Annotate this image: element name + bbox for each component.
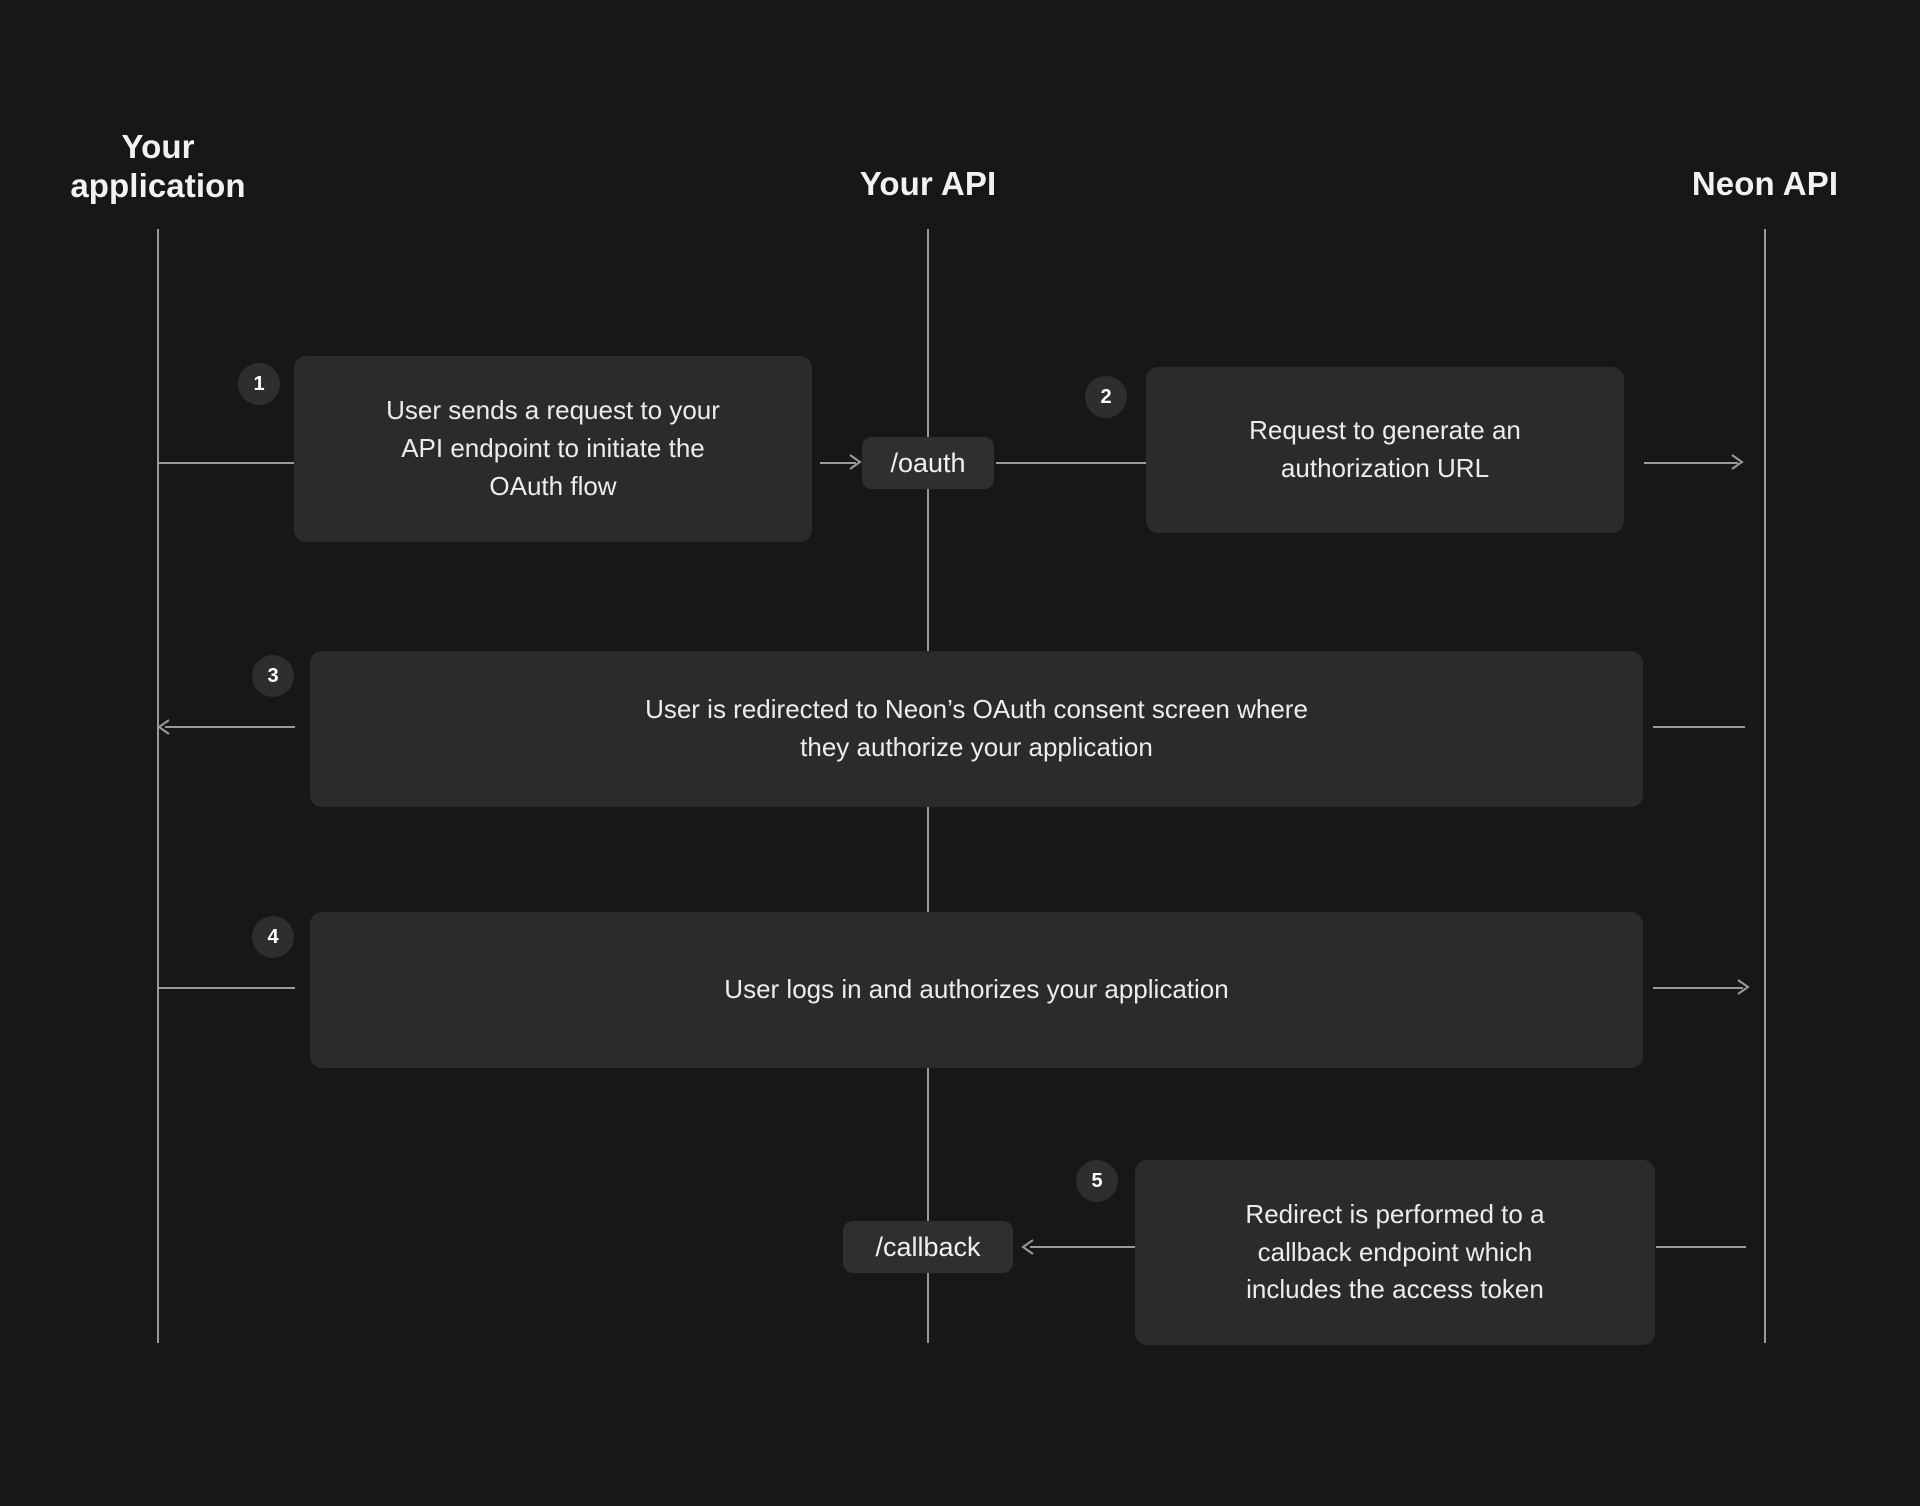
actor-header-neon-api: Neon API [1691,165,1839,202]
connector-step-5-out [1030,1246,1136,1248]
connector-step-3-out [165,726,295,728]
actor-header-your-application: Your application [70,128,246,204]
arrowhead-step-2-right [1730,452,1748,472]
connector-step-2-in [996,462,1148,464]
connector-step-1-out [820,462,856,464]
message-text-step-3: User is redirected to Neon’s OAuth conse… [645,694,1308,762]
message-box-step-2: Request to generate an authorization URL [1146,367,1624,533]
connector-step-4-out [1653,987,1743,989]
message-box-step-1: User sends a request to your API endpoin… [294,356,812,542]
step-badge-1: 1 [238,363,280,405]
lifeline-your-application [157,229,159,1343]
arrowhead-step-3-left [157,717,175,737]
message-text-step-5: Redirect is performed to a callback endp… [1245,1198,1545,1305]
message-box-step-5: Redirect is performed to a callback endp… [1135,1160,1655,1345]
step-badge-2: 2 [1085,376,1127,418]
connector-step-3-in [1653,726,1745,728]
connector-step-2-out [1644,462,1738,464]
message-box-step-3: User is redirected to Neon’s OAuth conse… [310,651,1643,807]
arrowhead-step-1-right [848,452,866,472]
lifeline-neon-api [1764,229,1766,1343]
step-badge-4: 4 [252,916,294,958]
arrowhead-step-5-left [1021,1237,1039,1257]
step-badge-3: 3 [252,655,294,697]
endpoint-pill-oauth[interactable]: /oauth [862,437,994,489]
endpoint-pill-callback[interactable]: /callback [843,1221,1013,1273]
message-text-step-1: User sends a request to your API endpoin… [386,395,720,501]
connector-step-5-in [1656,1246,1746,1248]
message-text-step-2: Request to generate an authorization URL [1249,415,1521,483]
actor-header-your-api: Your API [859,165,997,202]
step-badge-5: 5 [1076,1160,1118,1202]
arrowhead-step-4-right [1736,977,1754,997]
message-text-step-4: User logs in and authorizes your applica… [724,974,1229,1005]
connector-step-4-in [158,987,295,989]
connector-step-1-in [158,462,294,464]
message-box-step-4: User logs in and authorizes your applica… [310,912,1643,1068]
